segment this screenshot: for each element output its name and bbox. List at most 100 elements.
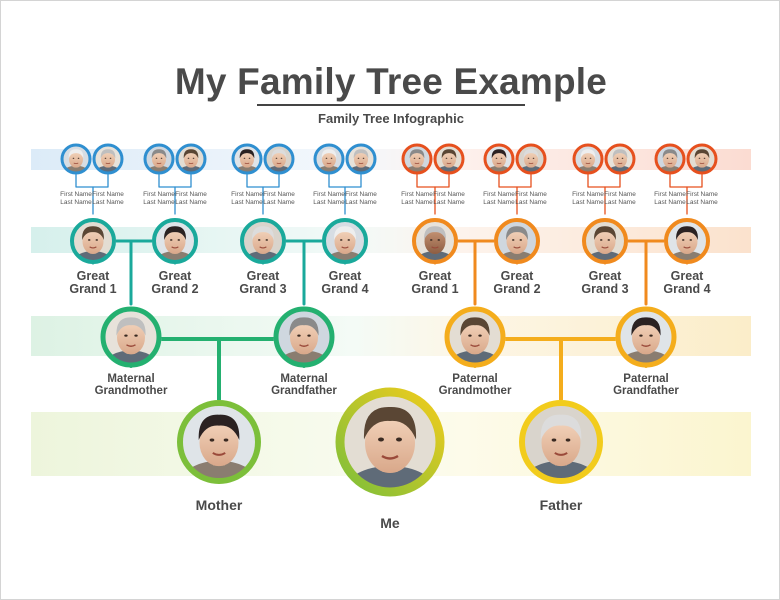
portrait-ancestor-8 — [345, 143, 377, 175]
placeholder-last-name: Last Name — [515, 199, 547, 206]
placeholder-last-name: Last Name — [433, 199, 465, 206]
portrait-ancestor-4 — [175, 143, 207, 175]
connector-couple-7 — [587, 173, 621, 188]
placeholder-first-name: First Name — [263, 191, 295, 198]
label-grandparent-1-line-1: Maternal — [107, 373, 155, 385]
placeholder-last-name: Last Name — [401, 199, 433, 206]
label-grandparent-3-line-2: Grandmother — [438, 385, 512, 397]
placeholder-first-name: First Name — [345, 191, 377, 198]
portrait-great-grandparent-7 — [582, 218, 628, 264]
portrait-ring — [322, 218, 368, 264]
label-great-grandparent-8-line-2: Grand 4 — [663, 282, 711, 296]
placeholder-first-name: First Name — [654, 191, 686, 198]
label-mother-line-1: Mother — [195, 497, 243, 513]
label-great-grandparent-1-line-1: Great — [76, 269, 110, 283]
connector-couple-1 — [75, 173, 109, 188]
portrait-ring — [654, 143, 686, 175]
portrait-ring — [572, 143, 604, 175]
label-me-line-1: Me — [380, 515, 400, 531]
portrait-ring — [152, 218, 198, 264]
portrait-ring — [240, 218, 286, 264]
placeholder-last-name: Last Name — [313, 199, 345, 206]
placeholder-last-name: Last Name — [345, 199, 377, 206]
portrait-ring — [615, 306, 677, 368]
placeholder-last-name: Last Name — [60, 199, 92, 206]
placeholder-last-name: Last Name — [604, 199, 636, 206]
portrait-ancestor-10 — [433, 143, 465, 175]
page-title: My Family Tree Example — [174, 61, 608, 102]
portrait-great-grandparent-5 — [412, 218, 458, 264]
placeholder-last-name: Last Name — [654, 199, 686, 206]
portrait-ring — [433, 143, 465, 175]
portrait-grandparent-2 — [273, 306, 335, 368]
label-grandparent-2-line-2: Grandfather — [271, 385, 337, 397]
portrait-ring — [686, 143, 718, 175]
portrait-ancestor-13 — [572, 143, 604, 175]
portrait-grandparent-1 — [100, 306, 162, 368]
portrait-ancestor-3 — [143, 143, 175, 175]
placeholder-last-name: Last Name — [483, 199, 515, 206]
placeholder-last-name: Last Name — [143, 199, 175, 206]
connector-couple-6 — [498, 173, 532, 188]
label-mother: Mother — [149, 498, 289, 513]
placeholder-last-name: Last Name — [263, 199, 295, 206]
placeholder-first-name: First Name — [92, 191, 124, 198]
portrait-ancestor-6 — [263, 143, 295, 175]
page-subtitle: Family Tree Infographic — [318, 111, 464, 126]
portrait-ring — [515, 143, 547, 175]
portrait-father — [519, 400, 603, 484]
portrait-ring — [60, 143, 92, 175]
placeholder-last-name: Last Name — [572, 199, 604, 206]
label-grandparent-1-line-2: Grandmother — [94, 385, 168, 397]
portrait-ancestor-2 — [92, 143, 124, 175]
placeholder-first-name: First Name — [60, 191, 92, 198]
portrait-ancestor-5 — [231, 143, 263, 175]
connector-couple-5 — [416, 173, 450, 188]
placeholder-first-name: First Name — [686, 191, 718, 198]
label-great-grandparent-7-line-2: Grand 3 — [581, 282, 629, 296]
portrait-ancestor-15 — [654, 143, 686, 175]
portrait-ring — [335, 387, 445, 497]
placeholder-last-name: Last Name — [92, 199, 124, 206]
placeholder-first-name: First Name — [604, 191, 636, 198]
portrait-me — [335, 387, 445, 497]
label-great-grandparent-3-line-1: Great — [246, 269, 280, 283]
label-grandparent-2-line-1: Maternal — [280, 373, 328, 385]
portrait-grandparent-4 — [615, 306, 677, 368]
connector-couple-4 — [328, 173, 362, 188]
portrait-ring — [273, 306, 335, 368]
portrait-mother — [177, 400, 261, 484]
portrait-ring — [483, 143, 515, 175]
portrait-ring — [231, 143, 263, 175]
placeholder-first-name: First Name — [175, 191, 207, 198]
label-great-grandparent-1-line-2: Grand 1 — [69, 282, 117, 296]
portrait-ancestor-1 — [60, 143, 92, 175]
portrait-great-grandparent-3 — [240, 218, 286, 264]
placeholder-first-name: First Name — [572, 191, 604, 198]
placeholder-first-name: First Name — [433, 191, 465, 198]
title-underline — [257, 104, 525, 106]
portrait-ring — [175, 143, 207, 175]
placeholder-last-name: Last Name — [175, 199, 207, 206]
portrait-ring — [412, 218, 458, 264]
